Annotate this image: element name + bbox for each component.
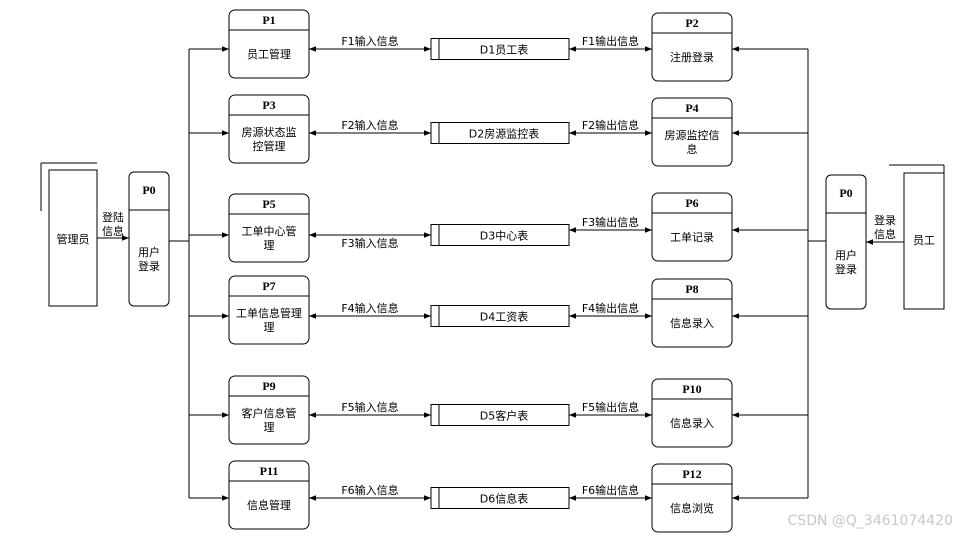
process-p7-id: P7 xyxy=(262,279,275,293)
data-store-label: D3中心表 xyxy=(480,229,528,243)
process-p6-id: P6 xyxy=(685,196,698,210)
data-store-label: D1员工表 xyxy=(480,43,528,57)
output-flow-label: F3输出信息 xyxy=(582,215,639,229)
right-login-id: P0 xyxy=(839,186,852,200)
entity-admin-label: 管理员 xyxy=(57,232,90,246)
left-login-flow-line1: 登陆 xyxy=(102,210,124,224)
entity-staff-label: 员工 xyxy=(913,234,935,247)
data-store: D3中心表 xyxy=(430,224,570,246)
input-flow-label: F6输入信息 xyxy=(341,483,398,497)
left-login-flow-line2: 信息 xyxy=(102,224,124,238)
right-bus xyxy=(807,49,826,498)
process-p12-id: P12 xyxy=(682,467,701,481)
output-flow-label: F6输出信息 xyxy=(582,483,639,497)
process-left-login: P0 用户 登录 xyxy=(128,171,170,307)
process-p4-id: P4 xyxy=(685,101,698,115)
data-store: D4工资表 xyxy=(430,305,570,327)
process-p10-id: P10 xyxy=(682,382,701,396)
data-store: D5客户表 xyxy=(430,404,570,426)
input-flow-label: F4输入信息 xyxy=(341,301,398,315)
left-login-label-1: 用户 xyxy=(138,245,160,259)
right-login-label-1: 用户 xyxy=(835,248,857,262)
data-store: D2房源监控表 xyxy=(430,122,570,144)
process-p8-label: 信息录入 xyxy=(670,316,714,330)
process-p1-id: P1 xyxy=(262,13,275,27)
process-p1-label: 员工管理 xyxy=(247,47,291,61)
entity-admin: 管理员 xyxy=(40,162,98,307)
left-bus xyxy=(169,49,190,498)
process-p9-label: 客户信息管 xyxy=(242,406,297,420)
output-flow-label: F1输出信息 xyxy=(582,34,639,48)
left-login-id: P0 xyxy=(142,183,155,197)
watermark: CSDN @Q_3461074420 xyxy=(788,513,953,529)
process-p5-label: 理 xyxy=(264,239,275,252)
process-p2: P2 注册登录 xyxy=(651,12,733,82)
right-login-flow-line1: 登录 xyxy=(874,213,896,227)
process-p4-label: 房源监控信 xyxy=(665,128,720,142)
process-p6: P6 工单记录 xyxy=(651,192,733,262)
process-p8: P8 信息录入 xyxy=(651,278,733,348)
output-flow-label: F4输出信息 xyxy=(582,301,639,315)
data-store-label: D6信息表 xyxy=(480,492,528,506)
process-p3-id: P3 xyxy=(262,98,275,112)
output-flow-label: F2输出信息 xyxy=(582,118,639,132)
entity-staff: 员工 xyxy=(889,164,945,310)
data-store-label: D5客户表 xyxy=(480,409,528,423)
process-p9-label: 理 xyxy=(264,421,275,434)
process-p8-id: P8 xyxy=(685,282,698,296)
process-p12: P12 信息浏览 xyxy=(651,463,733,533)
process-p3-label: 房源状态监 xyxy=(242,125,297,139)
data-store: D1员工表 xyxy=(430,38,570,60)
process-p12-label: 信息浏览 xyxy=(670,501,714,515)
process-p6-label: 工单记录 xyxy=(670,231,714,244)
data-store: D6信息表 xyxy=(430,487,570,509)
process-p4-label: 息 xyxy=(687,142,698,156)
process-p10-label: 信息录入 xyxy=(670,416,714,430)
right-login-flow-line2: 信息 xyxy=(874,227,896,241)
left-login-label-2: 登录 xyxy=(138,259,160,273)
right-login-label-2: 登录 xyxy=(835,262,857,276)
process-p2-id: P2 xyxy=(685,16,698,30)
process-p5-label: 工单中心管 xyxy=(242,224,297,238)
input-flow-label: F5输入信息 xyxy=(341,400,398,414)
output-flow-label: F5输出信息 xyxy=(582,400,639,414)
process-p5-id: P5 xyxy=(262,197,275,211)
process-p11: P11 信息管理 xyxy=(228,460,310,530)
process-p9-id: P9 xyxy=(262,379,275,393)
process-p10: P10 信息录入 xyxy=(651,378,733,448)
process-p7-label: 工单信息管理 xyxy=(236,306,302,320)
process-p7-label: 理 xyxy=(264,321,275,334)
process-right-login: P0 用户 登录 xyxy=(825,174,867,310)
process-p11-id: P11 xyxy=(260,464,279,478)
process-p1: P1 员工管理 xyxy=(228,9,310,79)
data-store-label: D2房源监控表 xyxy=(469,127,539,141)
input-flow-label: F3输入信息 xyxy=(341,236,398,250)
left-login-flow: 登陆 信息 xyxy=(97,210,129,241)
process-p2-label: 注册登录 xyxy=(670,50,714,64)
input-flow-label: F1输入信息 xyxy=(341,34,398,48)
process-p11-label: 信息管理 xyxy=(247,498,291,512)
right-login-flow: 登录 信息 xyxy=(866,213,904,245)
data-store-label: D4工资表 xyxy=(480,310,528,324)
process-p3-label: 控管理 xyxy=(253,139,286,153)
input-flow-label: F2输入信息 xyxy=(341,118,398,132)
